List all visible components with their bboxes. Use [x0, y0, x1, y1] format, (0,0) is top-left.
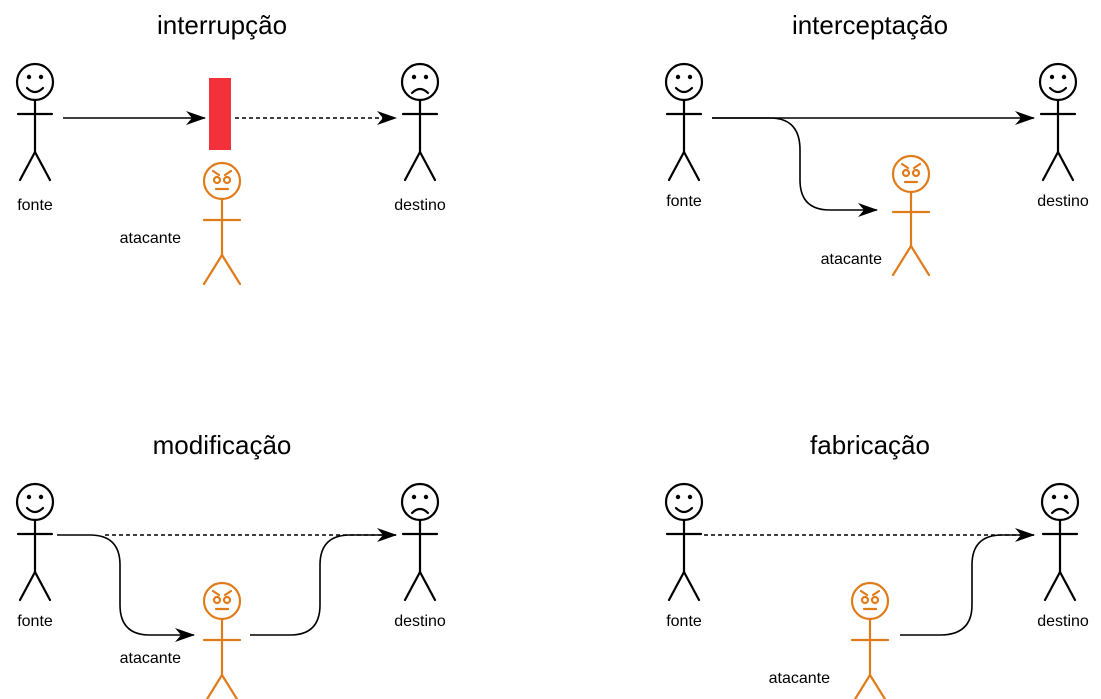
panel-title: interceptação — [792, 10, 948, 40]
attacker-figure — [891, 154, 931, 277]
interruption-block — [209, 78, 231, 150]
destination-figure — [1040, 482, 1080, 602]
source-figure — [15, 62, 55, 182]
attacker-figure — [202, 581, 242, 699]
attacker-label: atacante — [120, 650, 181, 667]
destination-figure — [400, 62, 440, 182]
destination-label: destino — [394, 613, 446, 630]
source-figure — [15, 482, 55, 602]
modified-message-arrow — [250, 528, 397, 636]
panel-modification: modificação fonte — [15, 430, 446, 699]
destination-label: destino — [1037, 193, 1089, 210]
panel-title: interrupção — [157, 10, 287, 40]
attacker-figure — [850, 581, 890, 699]
panel-title: modificação — [153, 430, 292, 460]
source-label: fonte — [17, 197, 53, 214]
source-figure — [664, 62, 704, 182]
source-figure — [664, 482, 704, 602]
panel-interception: interceptação fonte — [664, 10, 1089, 277]
attacker-label: atacante — [769, 670, 830, 687]
panel-title: fabricação — [810, 430, 930, 460]
attacker-figure — [202, 161, 242, 286]
attacker-label: atacante — [821, 251, 882, 268]
destination-label: destino — [394, 197, 446, 214]
destination-label: destino — [1037, 613, 1089, 630]
fabricated-message-arrow — [900, 528, 1035, 636]
panel-fabrication: fabricação fonte — [664, 430, 1089, 699]
source-label: fonte — [666, 613, 702, 630]
intercept-arrow — [712, 117, 878, 217]
to-attacker-arrow — [57, 534, 195, 642]
source-label: fonte — [17, 613, 53, 630]
attacker-label: atacante — [120, 230, 181, 247]
destination-figure — [1038, 62, 1078, 182]
source-label: fonte — [666, 193, 702, 210]
destination-figure — [400, 482, 440, 602]
panel-interruption: interrupção fonte — [15, 10, 446, 286]
